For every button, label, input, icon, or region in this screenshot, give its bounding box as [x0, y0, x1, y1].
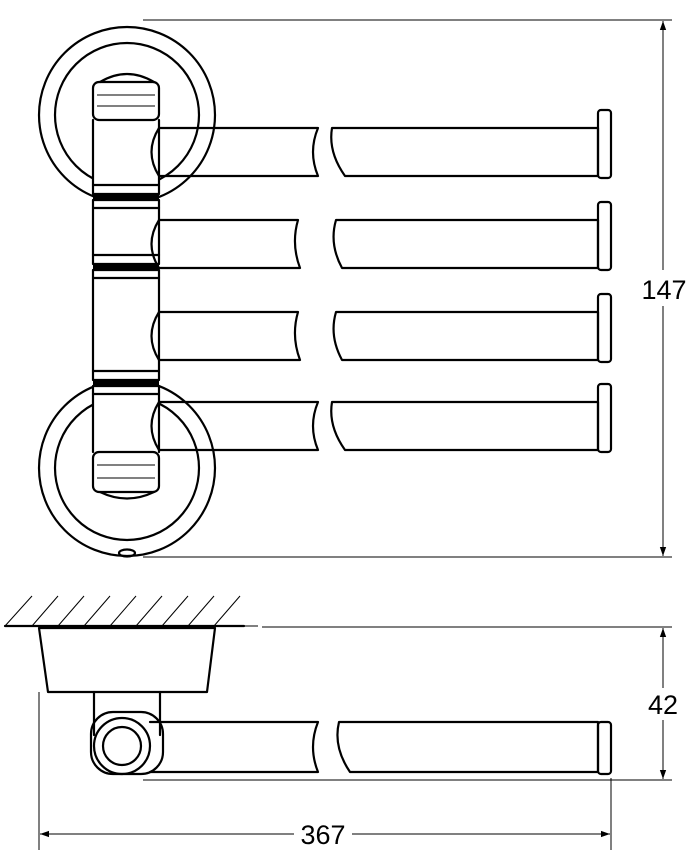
height-dimension: 147 [143, 19, 687, 558]
side-view: 42 367 [3, 595, 678, 850]
height-dimension-label: 147 [641, 275, 686, 305]
swivel-bar-3 [150, 292, 613, 364]
pivot-column [91, 70, 161, 500]
swivel-bar-2 [150, 200, 613, 272]
wall-hatching [3, 595, 258, 628]
width-dimension-label: 367 [300, 820, 345, 850]
swivel-bar-4 [150, 382, 613, 454]
swivel-bar-1 [150, 108, 613, 180]
side-swivel-bar [148, 720, 613, 776]
depth-dimension: 42 [143, 626, 678, 781]
rosette-profile [37, 626, 217, 694]
depth-dimension-label: 42 [648, 690, 678, 720]
width-dimension: 367 [38, 692, 612, 850]
front-view: 147 [37, 19, 687, 558]
hinge-bracket [89, 690, 165, 776]
